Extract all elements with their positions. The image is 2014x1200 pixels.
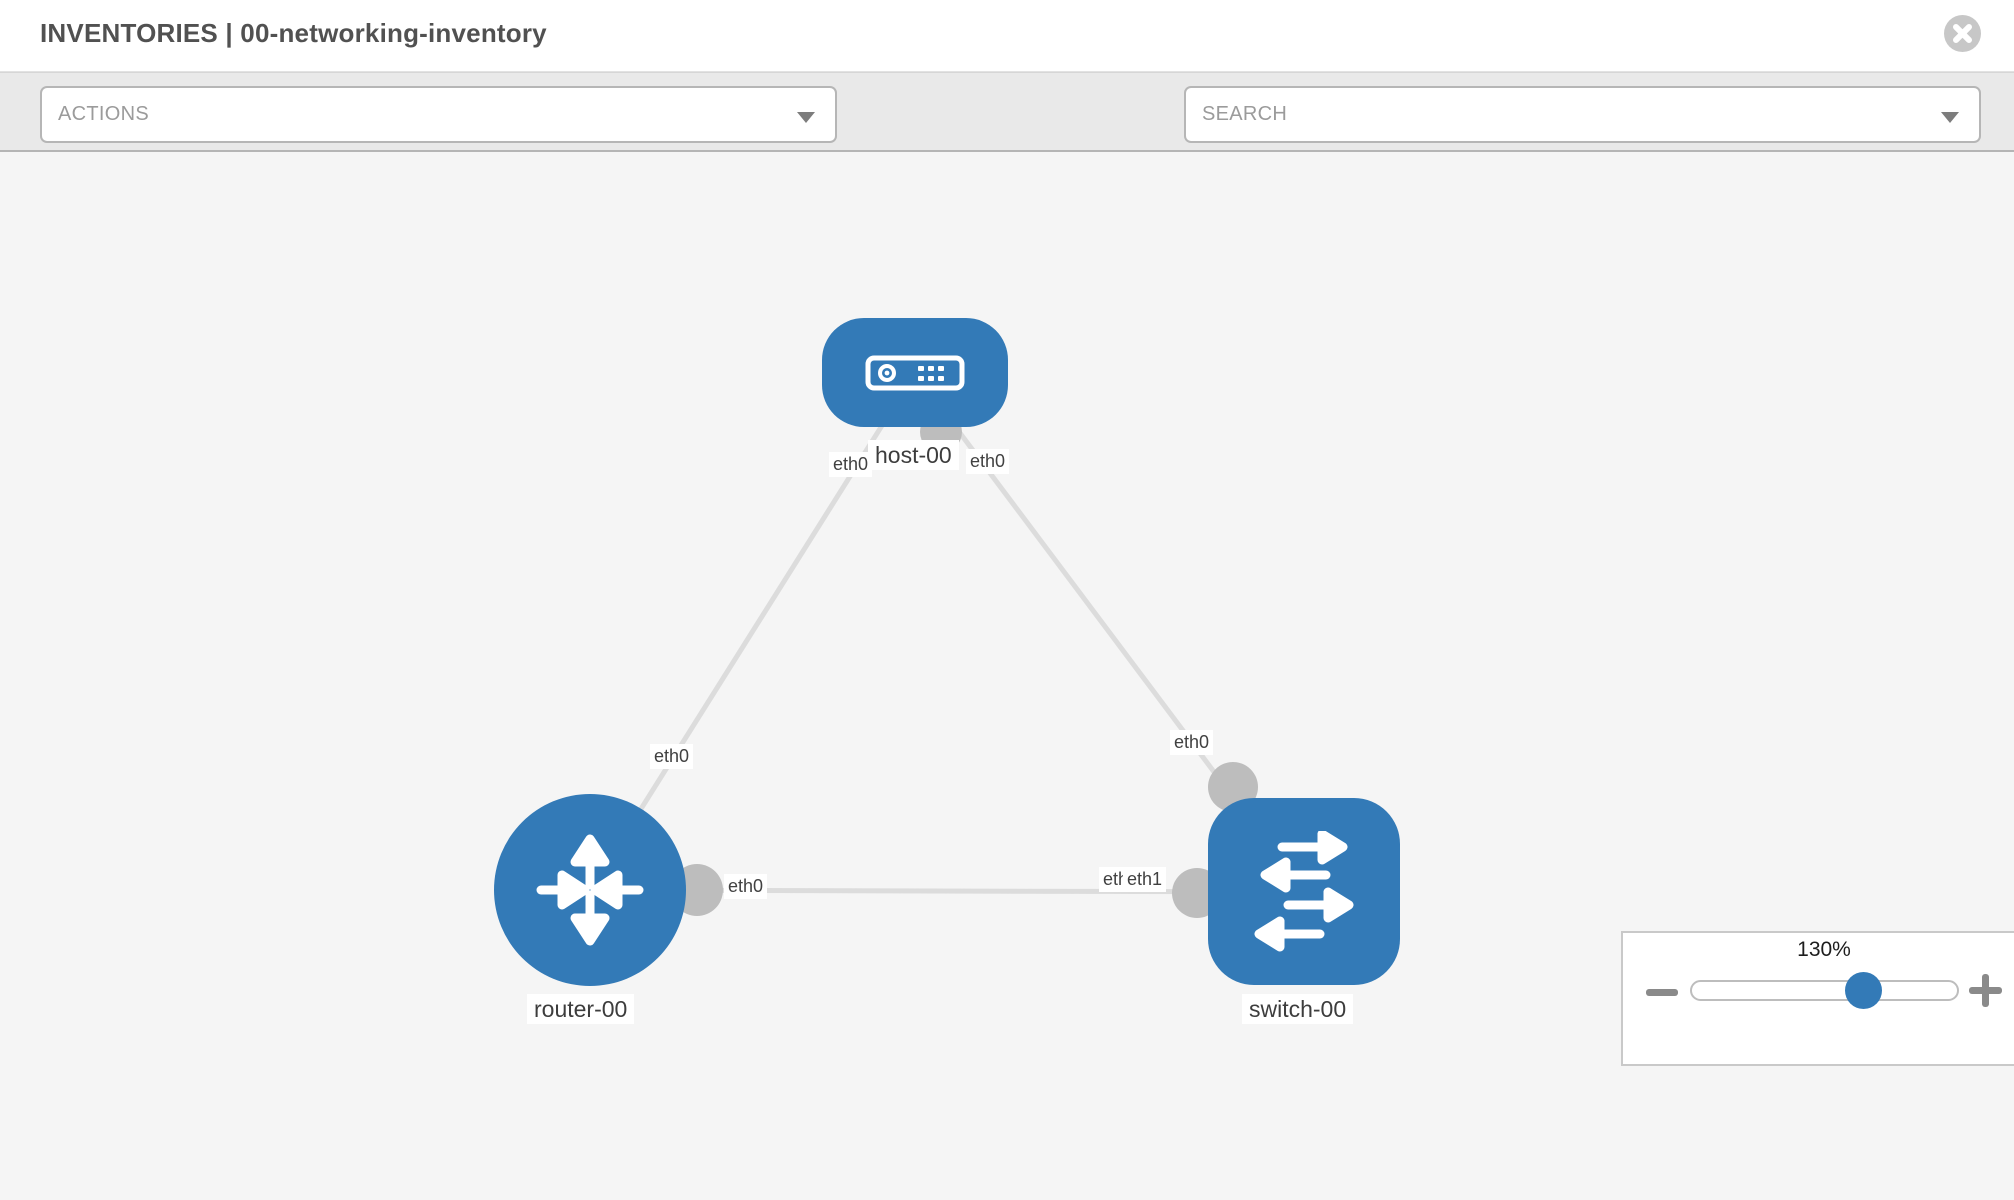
interface-label: eth0 [724, 874, 768, 899]
search-dropdown-label: SEARCH [1202, 103, 1288, 125]
node-switch-00[interactable] [1208, 798, 1400, 985]
node-label-switch-00: switch-00 [1242, 994, 1354, 1025]
interface-label: eth1 [1123, 867, 1167, 892]
actions-dropdown-label: ACTIONS [58, 103, 149, 125]
zoom-level-value: 130% [1797, 938, 1851, 961]
interface-label-clipped: eth0 [1099, 867, 1125, 892]
interface-label: eth0 [966, 449, 1010, 474]
search-dropdown[interactable]: SEARCH [1184, 86, 1981, 143]
server-icon [865, 355, 965, 390]
caret-down-icon [797, 112, 815, 123]
interface-label: eth0 [829, 452, 873, 477]
router-icon [536, 834, 644, 946]
zoom-in-button[interactable] [1969, 974, 2002, 1007]
minus-icon [1646, 989, 1678, 996]
interface-label: eth0 [1170, 730, 1214, 755]
close-button[interactable] [1944, 15, 1981, 52]
toolbar: ACTIONS SEARCH [0, 72, 2014, 205]
zoom-slider-thumb[interactable] [1845, 972, 1882, 1009]
node-host-00[interactable] [822, 318, 1008, 427]
node-label-host-00: host-00 [868, 440, 959, 471]
interface-label: eth0 [650, 744, 694, 769]
actions-dropdown[interactable]: ACTIONS [40, 86, 837, 143]
switch-icon [1254, 830, 1354, 951]
close-icon [1953, 24, 1972, 43]
caret-down-icon [1941, 112, 1959, 123]
page-title: INVENTORIES | 00-networking-inventory [40, 18, 547, 48]
zoom-slider-track[interactable] [1690, 980, 1959, 1001]
node-router-00[interactable] [494, 794, 686, 986]
window-header: INVENTORIES | 00-networking-inventory [0, 0, 2014, 72]
node-label-router-00: router-00 [527, 994, 635, 1025]
plus-icon [1982, 974, 1989, 1007]
zoom-out-button[interactable] [1646, 986, 1678, 998]
